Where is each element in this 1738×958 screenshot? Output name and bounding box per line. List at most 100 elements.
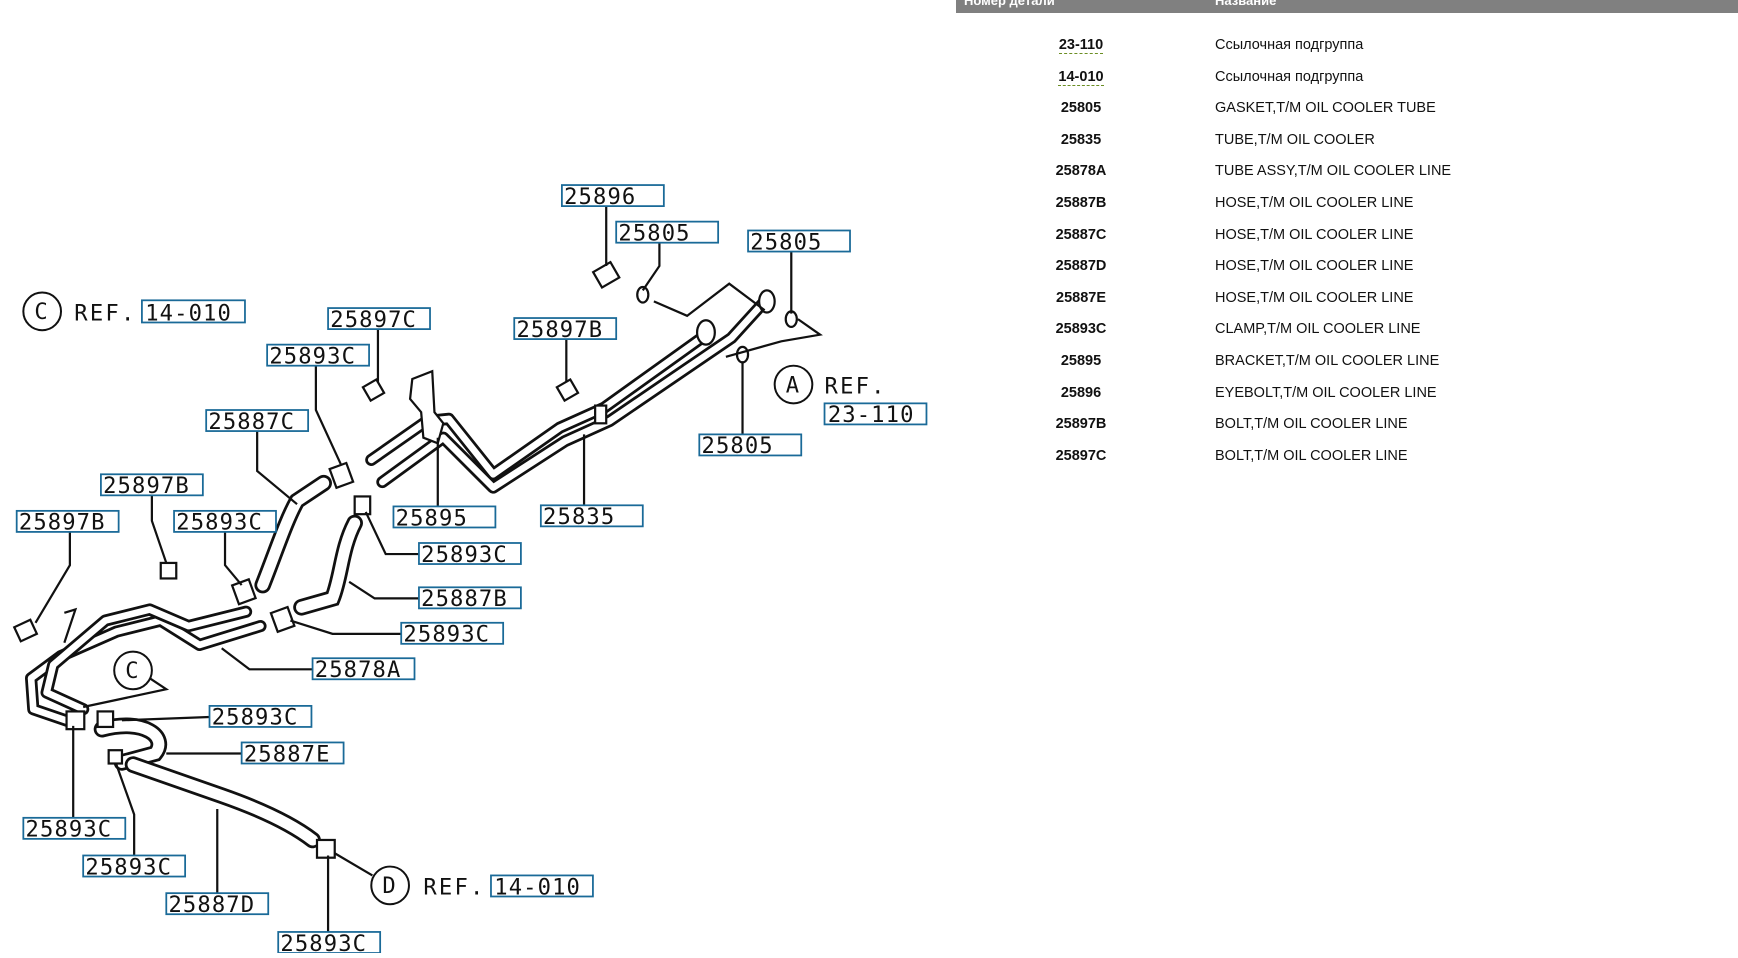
part-label-25805[interactable]: 25805 [615,220,720,246]
part-number-text: 25893C [1055,321,1107,338]
part-label-25893C[interactable]: 25893C [400,622,505,648]
table-row[interactable]: 25897B BOLT,T/M OIL COOLER LINE [956,408,1738,440]
part-label-25893C[interactable]: 25893C [266,343,370,369]
hose-25887D [124,756,321,849]
part-number-text: 25887E [1056,289,1106,306]
circle-c-icon [113,650,153,691]
label-box [539,504,644,528]
label-box [240,741,345,765]
circle-c-marker: C [113,650,153,691]
label-box [165,892,270,916]
part-name: BRACKET,T/M OIL COOLER LINE [1215,352,1440,369]
part-number-text: 25887D [1055,258,1107,275]
part-number: 25805 [1016,100,1146,116]
circle-d-icon [370,865,410,906]
part-label-25893C[interactable]: 25893C [277,931,382,953]
part-label-25893C[interactable]: 25893C [208,705,313,731]
part-number-text: 25805 [1060,100,1102,117]
label-text: 25887C [208,409,295,435]
part-label-25835[interactable]: 25835 [539,504,644,530]
part-number: 25897B [1016,416,1146,432]
label-box [615,220,720,244]
label-box [100,473,204,497]
ref-c-callout: C REF. 14-010 [22,291,246,332]
part-name: TUBE ASSY,T/M OIL COOLER LINE [1215,163,1452,180]
part-label-25805[interactable]: 25805 [698,433,803,459]
ref-link-14-010[interactable]: 14-010 [494,874,581,900]
part-number[interactable]: 23-110 [1016,37,1146,54]
table-header: Номер детали Название [956,0,1738,13]
part-label-25896[interactable]: 25896 [561,184,665,210]
table-row[interactable]: 25895 BRACKET,T/M OIL COOLER LINE [956,345,1738,377]
part-label-25897B[interactable]: 25897B [513,317,618,343]
part-label-25887D[interactable]: 25887D [165,892,270,918]
label-text: 25897C [330,307,417,333]
part-name: BOLT,T/M OIL COOLER LINE [1215,416,1408,433]
label-text: 25878A [315,657,402,683]
part-label-25897C[interactable]: 25897C [327,307,431,333]
part-number: 25887E [1016,290,1146,306]
part-name: TUBE,T/M OIL COOLER [1215,131,1375,148]
label-text: 25805 [618,220,690,246]
svg-text:REF.: REF. [423,874,485,900]
part-number-text: 25897B [1055,416,1107,433]
hose-25887C [254,474,332,594]
label-text: 25805 [750,229,822,255]
part-number-text: 25878A [1055,163,1107,180]
part-label-25887C[interactable]: 25887C [205,409,310,435]
part-label-25895[interactable]: 25895 [392,505,497,531]
part-label-25878A[interactable]: 25878A [311,657,416,683]
part-label-25893C[interactable]: 25893C [82,854,187,880]
label-box [698,433,803,457]
label-box [15,509,120,533]
label-box [266,343,370,367]
part-name: GASKET,T/M OIL COOLER TUBE [1215,100,1436,117]
part-number: 25897C [1016,448,1146,464]
table-row[interactable]: 25805 GASKET,T/M OIL COOLER TUBE [956,92,1738,124]
label-box [418,542,522,565]
part-label-25893C[interactable]: 25893C [418,542,522,568]
table-row[interactable]: 14-010 Ссылочная подгруппа [956,61,1738,93]
ref-link-14-010[interactable]: 14-010 [145,300,232,326]
part-number: 25835 [1016,132,1146,148]
part-name: EYEBOLT,T/M OIL COOLER LINE [1215,384,1437,401]
label-box [418,586,522,610]
part-label-25805[interactable]: 25805 [747,229,851,255]
ref-link-23-110[interactable]: 23-110 [828,402,915,428]
part-name: Ссылочная подгруппа [1215,68,1364,85]
circle-a-icon [773,364,814,405]
hose-25887B [293,514,363,616]
header-number: Номер детали [964,0,1055,8]
part-label-25893C[interactable]: 25893C [22,817,127,843]
table-row[interactable]: 25835 TUBE,T/M OIL COOLER [956,124,1738,156]
part-number: 25887B [1016,195,1146,211]
table-row[interactable]: 25878A TUBE ASSY,T/M OIL COOLER LINE [956,155,1738,187]
svg-text:REF.: REF. [825,373,887,399]
label-text: 25897B [516,317,603,343]
part-number-text[interactable]: 14-010 [1058,68,1104,86]
part-name: HOSE,T/M OIL COOLER LINE [1215,289,1414,306]
part-number-text: 25895 [1060,352,1102,369]
label-box [747,229,851,253]
part-name: Ссылочная подгруппа [1215,37,1364,53]
part-number-text: 25897C [1055,447,1107,464]
table-row[interactable]: 23-110 Ссылочная подгруппа [956,29,1738,61]
label-text: 25893C [403,622,490,648]
part-number-text[interactable]: 23-110 [1058,37,1104,54]
part-label-25897B[interactable]: 25897B [15,509,120,536]
part-label-25893C[interactable]: 25893C [173,510,277,536]
ref-a-callout: A REF. 23-110 [773,364,928,428]
part-label-25887E[interactable]: 25887E [240,741,345,767]
part-label-25887B[interactable]: 25887B [418,586,522,612]
part-name: HOSE,T/M OIL COOLER LINE [1215,226,1414,243]
part-number[interactable]: 14-010 [1016,68,1146,86]
table-row[interactable]: 25887E HOSE,T/M OIL COOLER LINE [956,282,1738,314]
part-label-25897B[interactable]: 25897B [100,473,204,499]
tube-25878A [25,603,267,729]
